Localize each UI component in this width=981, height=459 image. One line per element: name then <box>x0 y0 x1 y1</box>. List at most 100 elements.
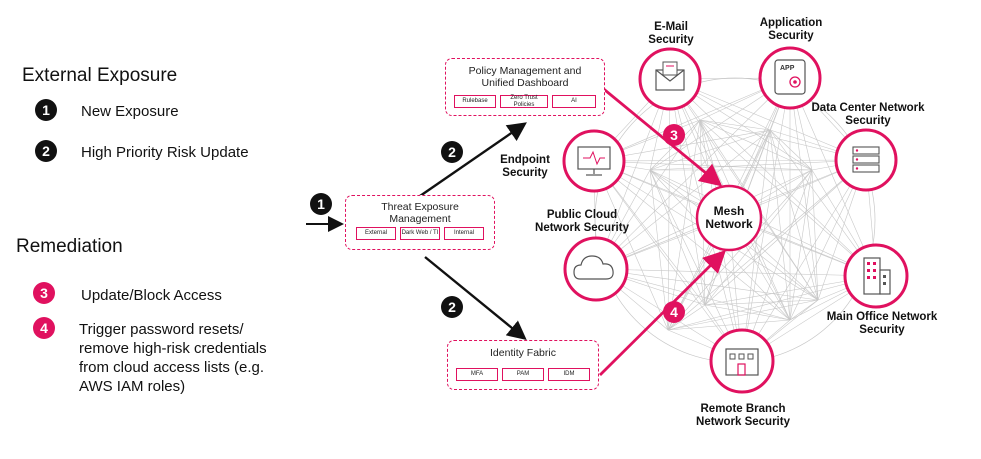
legend-trigger-password-resets: Trigger password resets/ remove high-ris… <box>79 321 267 395</box>
chip-dark-web-ti: Dark Web / TI <box>400 227 440 240</box>
mesh-lines <box>593 77 877 363</box>
mesh-line <box>667 275 877 331</box>
mesh-line <box>769 129 791 321</box>
mesh-line <box>667 119 701 331</box>
mesh-line <box>741 169 813 362</box>
mesh-line <box>789 77 877 277</box>
chip-pam: PAM <box>502 368 544 381</box>
mesh-line <box>699 119 877 277</box>
mesh-line <box>669 78 706 306</box>
app-window-icon <box>774 59 806 95</box>
flow-step-2-top-badge: 2 <box>441 141 463 163</box>
application-security-label: Application Security <box>759 17 823 42</box>
branch-building-icon <box>725 348 759 376</box>
chip-external: External <box>356 227 396 240</box>
mesh-network-label: Mesh Network <box>705 204 753 231</box>
cloud-icon <box>573 255 614 280</box>
mesh-network-hub <box>695 184 763 252</box>
mesh-line <box>769 129 819 301</box>
mesh-line <box>741 159 867 362</box>
mesh-line <box>704 159 867 306</box>
chip-zero-trust-policies: Zero Trust Policies <box>500 95 548 108</box>
legend-step-4-badge: 4 <box>33 317 55 339</box>
mesh-line <box>649 169 669 331</box>
endpoint-security-label: Endpoint Security <box>500 154 550 179</box>
arrow-identity-to-mesh <box>599 250 726 376</box>
mesh-line <box>649 159 867 171</box>
mesh-line <box>667 299 819 331</box>
mesh-line <box>704 299 819 306</box>
mesh-line <box>699 119 813 171</box>
legend-new-exposure: New Exposure <box>81 103 179 120</box>
identity-box-title: Identity Fabric <box>490 347 556 359</box>
main-office-security-label: Main Office Network Security <box>826 311 938 336</box>
mesh-line <box>667 319 791 331</box>
flow-step-2-bottom-badge: 2 <box>441 296 463 318</box>
chip-mfa: MFA <box>456 368 498 381</box>
monitor-icon <box>577 146 611 176</box>
arrow-threat-to-identity <box>424 256 527 341</box>
flow-step-3-badge: 3 <box>663 124 685 146</box>
flow-step-1-badge: 1 <box>310 193 332 215</box>
arrow-policy-to-mesh <box>599 84 723 187</box>
remote-branch-security-label: Remote Branch Network Security <box>696 403 790 428</box>
mesh-line <box>649 129 771 171</box>
datacenter-security-label: Data Center Network Security <box>811 102 925 127</box>
chip-internal: Internal <box>444 227 484 240</box>
threat-box-chips: External Dark Web / TI Internal <box>346 227 494 240</box>
datacenter-security-node <box>834 128 898 192</box>
application-security-node: APP <box>758 46 822 110</box>
policy-management-box: Policy Management and Unified Dashboard … <box>445 58 605 116</box>
email-security-label: E-Mail Security <box>648 21 694 46</box>
mesh-line <box>704 169 813 306</box>
policy-box-chips: Rulebase Zero Trust Policies AI <box>446 95 604 108</box>
mesh-line <box>789 77 819 301</box>
mesh-line <box>667 159 867 331</box>
mesh-line <box>667 78 671 331</box>
public-cloud-security-node <box>563 236 629 302</box>
mesh-line <box>667 304 706 331</box>
server-rack-icon <box>852 146 880 173</box>
mesh-line <box>769 129 813 171</box>
chip-idm: IDM <box>548 368 590 381</box>
mesh-line <box>593 77 791 162</box>
mesh-line <box>595 78 671 270</box>
mesh-line <box>704 304 791 321</box>
legend-high-priority-risk-update: High Priority Risk Update <box>81 144 249 161</box>
mesh-line <box>789 169 813 321</box>
mesh-line <box>595 268 819 301</box>
main-office-security-node <box>843 243 909 309</box>
legend-step-1-badge: 1 <box>35 99 57 121</box>
mesh-line <box>741 129 771 362</box>
policy-box-title: Policy Management and Unified Dashboard <box>468 65 582 89</box>
mesh-line <box>593 160 791 321</box>
mesh-line <box>699 119 771 131</box>
mesh-line <box>593 159 867 162</box>
mesh-line <box>789 299 819 321</box>
legend-step-3-badge: 3 <box>33 282 55 304</box>
remediation-heading: Remediation <box>16 236 123 257</box>
remote-branch-security-node <box>709 328 775 394</box>
mesh-line <box>649 169 743 362</box>
legend-step-2-badge: 2 <box>35 140 57 162</box>
threat-exposure-management-box: Threat Exposure Management External Dark… <box>345 195 495 250</box>
identity-box-chips: MFA PAM IDM <box>448 368 598 381</box>
mesh-line <box>669 78 867 161</box>
chip-ai: AI <box>552 95 596 108</box>
app-icon-text: APP <box>780 65 795 72</box>
mesh-line <box>649 169 877 277</box>
mesh-line <box>595 77 791 270</box>
identity-fabric-box: Identity Fabric MFA PAM IDM <box>447 340 599 390</box>
legend-update-block-access: Update/Block Access <box>81 287 222 304</box>
envelope-icon <box>655 61 685 91</box>
mesh-line <box>649 169 706 306</box>
flow-step-4-badge: 4 <box>663 301 685 323</box>
email-security-node <box>638 47 702 111</box>
mesh-line <box>811 169 819 301</box>
mesh-line <box>593 160 743 362</box>
public-cloud-security-label: Public Cloud Network Security <box>535 209 629 234</box>
mesh-line <box>595 268 791 321</box>
external-exposure-heading: External Exposure <box>22 65 178 86</box>
office-building-icon <box>863 257 891 295</box>
